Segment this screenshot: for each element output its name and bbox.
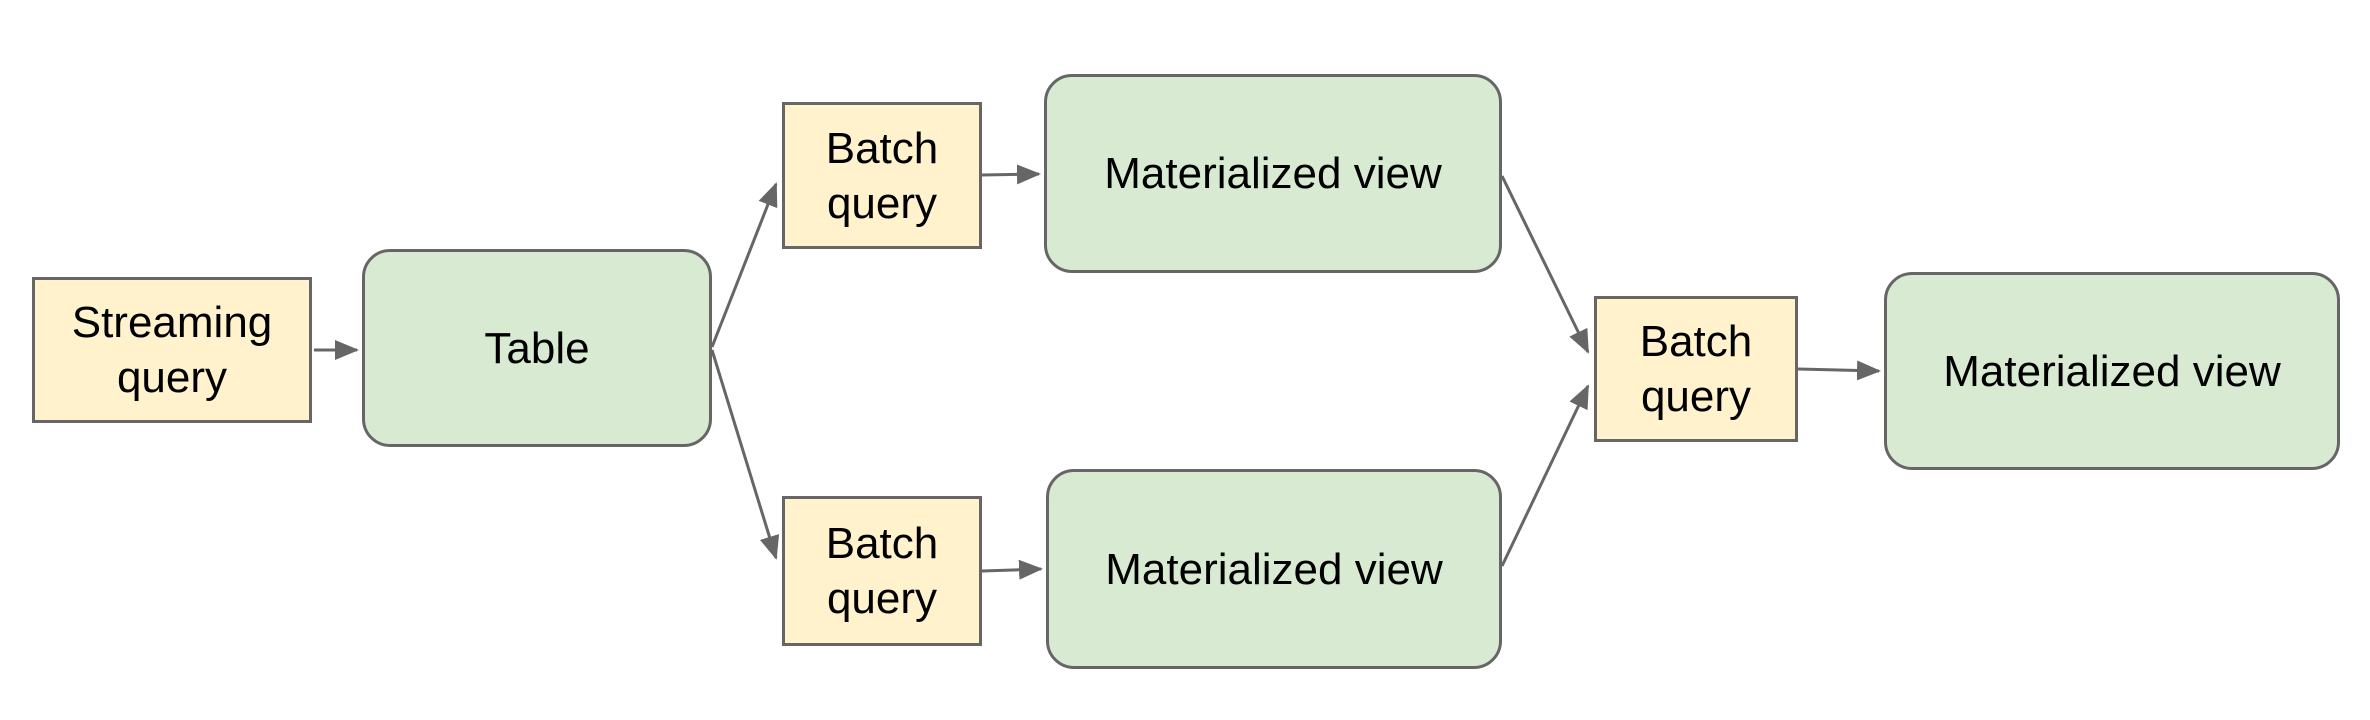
node-batch-query-right: Batch query: [1594, 296, 1798, 442]
node-materialized-view-bottom-label: Materialized view: [1105, 544, 1443, 594]
node-batch-query-bottom: Batch query: [782, 496, 982, 646]
node-materialized-view-bottom: Materialized view: [1046, 469, 1502, 669]
node-table-label: Table: [484, 323, 590, 373]
node-batch-query-top-label: Batch query: [825, 123, 939, 228]
node-streaming-query: Streaming query: [32, 277, 312, 423]
node-materialized-view-right: Materialized view: [1884, 272, 2340, 470]
node-table: Table: [362, 249, 712, 447]
node-batch-query-bottom-label: Batch query: [825, 519, 939, 623]
node-materialized-view-right-label: Materialized view: [1943, 346, 2281, 396]
edge-materialized-view-bottom-to-batch-query-right: [1500, 384, 1590, 567]
node-materialized-view-top-label: Materialized view: [1104, 149, 1442, 198]
edge-table-to-batch-query-bottom: [710, 349, 780, 560]
node-batch-query-right-label: Batch query: [1639, 317, 1753, 421]
edge-batch-query-right-to-materialized-view-right: [1797, 360, 1881, 381]
node-batch-query-top: Batch query: [782, 102, 982, 249]
edge-table-to-batch-query-top: [710, 182, 778, 348]
edge-batch-query-top-to-materialized-view-top: [981, 164, 1041, 185]
node-materialized-view-top: Materialized view: [1044, 74, 1502, 273]
edge-batch-query-bottom-to-materialized-view-bottom: [981, 559, 1043, 580]
node-streaming-query-label: Streaming query: [71, 298, 273, 402]
edge-materialized-view-top-to-batch-query-right: [1500, 175, 1590, 354]
